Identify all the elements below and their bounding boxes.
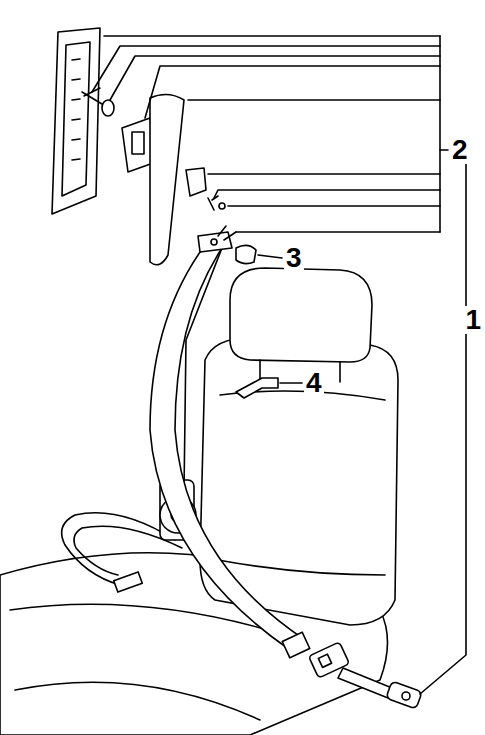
bolt bbox=[82, 88, 102, 104]
belt-anchor bbox=[114, 572, 143, 592]
screw bbox=[208, 196, 218, 210]
belt-clip bbox=[236, 378, 278, 398]
trim-slot bbox=[72, 139, 80, 140]
adjuster-slot bbox=[132, 132, 144, 154]
belt-guide-cover bbox=[236, 245, 256, 263]
leader-line bbox=[280, 382, 302, 384]
buckle-anchor bbox=[386, 681, 422, 709]
belt-tongue bbox=[282, 632, 310, 658]
seat-cushion-seam bbox=[15, 682, 260, 720]
trim-slot bbox=[72, 119, 80, 120]
callout-number: 4 bbox=[304, 369, 324, 397]
belt-guide bbox=[198, 232, 232, 252]
callout-number: 1 bbox=[463, 306, 483, 334]
callout-number: 2 bbox=[450, 136, 470, 164]
bracket bbox=[440, 149, 448, 151]
trim-cover bbox=[186, 168, 206, 196]
lap-belt bbox=[62, 513, 175, 585]
leader-line bbox=[228, 205, 440, 207]
leader-line bbox=[104, 35, 440, 37]
buckle-bolt bbox=[402, 692, 410, 700]
anchor-bolt bbox=[218, 226, 236, 240]
headrest bbox=[230, 268, 372, 362]
bracket bbox=[420, 150, 466, 694]
leader-line bbox=[258, 255, 282, 258]
headrest-post bbox=[259, 360, 261, 380]
leader-line bbox=[188, 99, 440, 101]
leader-line bbox=[208, 173, 440, 175]
pillar-trim bbox=[52, 28, 100, 214]
seat-back-seam bbox=[218, 560, 385, 575]
pillar-trim-channel bbox=[62, 42, 90, 196]
clip bbox=[219, 203, 225, 209]
callout-number: 3 bbox=[284, 244, 304, 272]
leader-line bbox=[92, 46, 440, 92]
leader-line bbox=[214, 190, 440, 198]
trim-slot bbox=[72, 59, 80, 60]
trim-slot bbox=[72, 99, 80, 100]
headrest-post bbox=[339, 362, 341, 382]
trim-slot bbox=[72, 159, 80, 160]
pillar-trim bbox=[150, 94, 184, 264]
trim-slots bbox=[72, 59, 80, 160]
anchor-bolt bbox=[211, 239, 217, 245]
leader-line bbox=[145, 66, 440, 118]
buckle-button bbox=[318, 654, 331, 667]
trim-slot bbox=[72, 79, 80, 80]
leader-line bbox=[236, 231, 440, 233]
leader-line bbox=[110, 56, 440, 100]
belt-webbing bbox=[150, 245, 305, 650]
buckle-stalk bbox=[338, 668, 392, 698]
spacer bbox=[102, 100, 114, 116]
bracket bbox=[439, 36, 441, 232]
